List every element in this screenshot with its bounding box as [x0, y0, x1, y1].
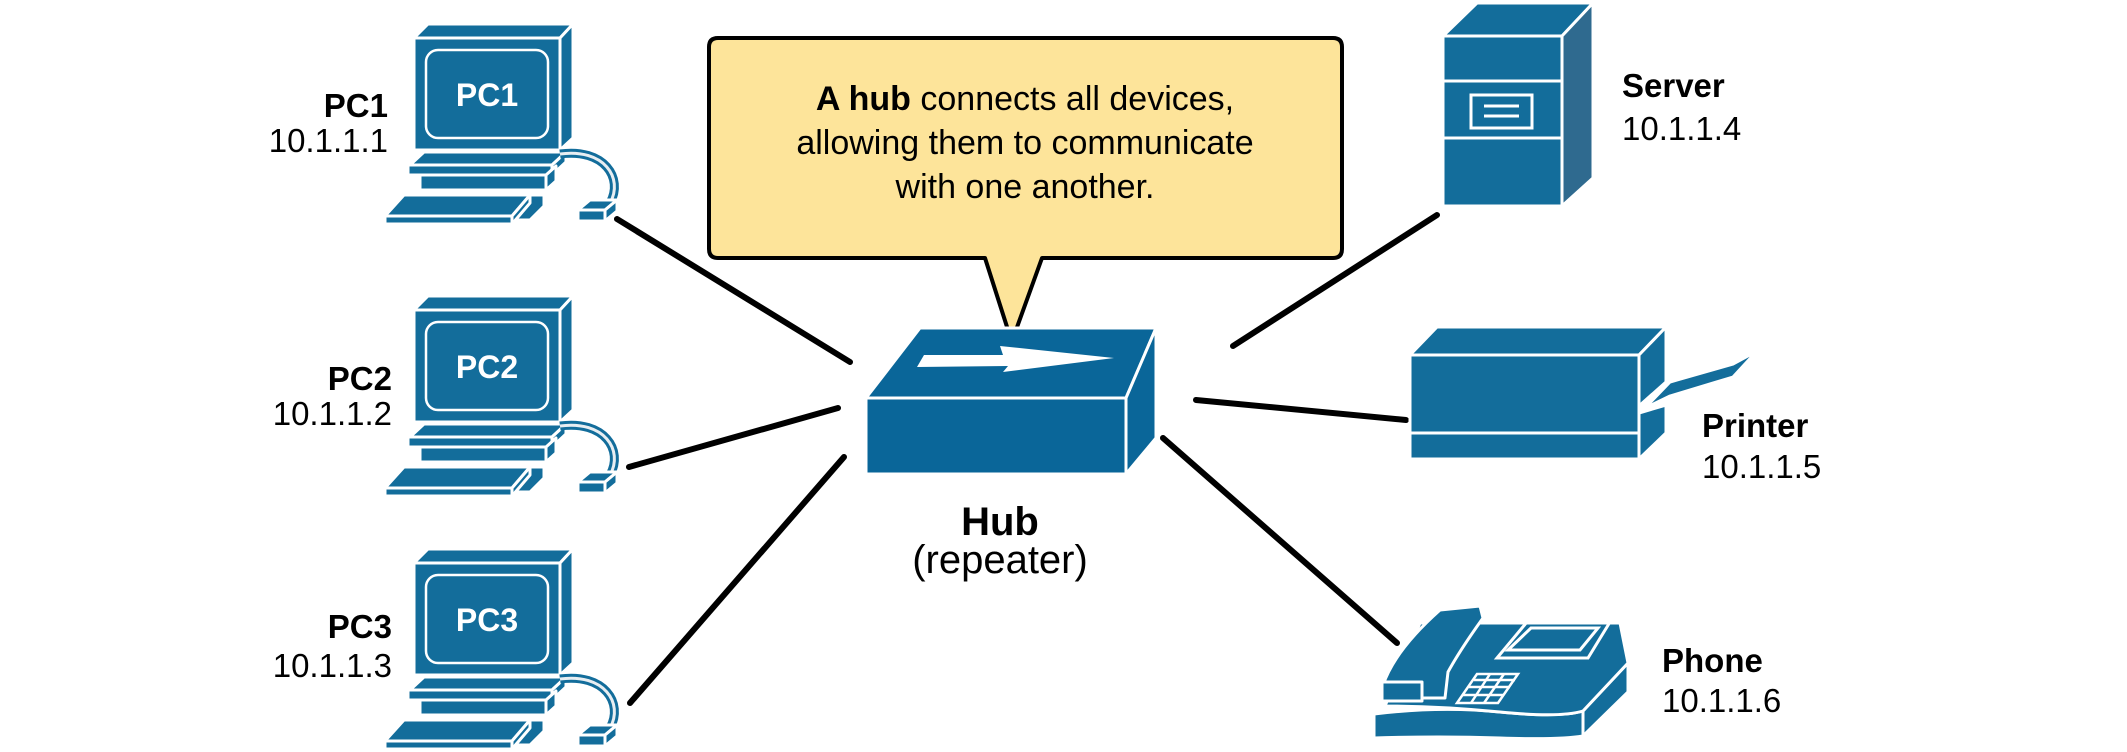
- callout-line-1: A hub connects all devices,: [816, 80, 1234, 118]
- hub-arrow-icon: [864, 326, 1158, 476]
- server-name: Server: [1622, 67, 1725, 104]
- pc2-name: PC2: [328, 360, 392, 397]
- server-tower-icon: [1441, 1, 1595, 208]
- hub-arrow: [917, 346, 1114, 372]
- callout-bubble: A hub connects all devices, allowing the…: [707, 36, 1344, 336]
- pc3-ip: 10.1.1.3: [273, 647, 392, 684]
- link-pc2-hub: [626, 405, 841, 470]
- phone-ip: 10.1.1.6: [1662, 682, 1781, 719]
- device-server: Server 10.1.1.4: [1441, 1, 1741, 208]
- link-pc1-hub: [614, 216, 853, 365]
- printer-icon: [1408, 325, 1759, 461]
- hub-name: Hub: [961, 500, 1039, 544]
- pc2-screen-label: PC2: [456, 349, 518, 385]
- device-pc3: PC3 PC3 10.1.1.3: [273, 549, 617, 749]
- printer-name: Printer: [1702, 407, 1809, 444]
- device-hub: Hub (repeater): [864, 326, 1158, 582]
- callout-line-2: allowing them to communicate: [796, 124, 1253, 162]
- connections: [614, 212, 1440, 706]
- callout-line-3: with one another.: [895, 168, 1155, 206]
- pc3-name: PC3: [328, 608, 392, 645]
- device-pc1: PC1 PC1 10.1.1.1: [269, 24, 617, 224]
- printer-ip: 10.1.1.5: [1702, 448, 1821, 485]
- desktop-pc-icon: PC3: [385, 549, 617, 749]
- desktop-pc-icon: PC1: [385, 24, 617, 224]
- link-server-hub: [1230, 212, 1440, 349]
- phone-name: Phone: [1662, 642, 1763, 679]
- device-pc2: PC2 PC2 10.1.1.2: [273, 296, 617, 496]
- callout-bold-text: A hub: [816, 80, 911, 118]
- link-printer-hub: [1193, 397, 1409, 423]
- pc2-ip: 10.1.1.2: [273, 395, 392, 432]
- pc1-screen-label: PC1: [456, 77, 518, 113]
- pc3-screen-label: PC3: [456, 602, 518, 638]
- hub-subtitle: (repeater): [912, 538, 1088, 582]
- server-ip: 10.1.1.4: [1622, 110, 1741, 147]
- pc1-ip: 10.1.1.1: [269, 122, 388, 159]
- hub-front-face: [864, 396, 1128, 476]
- callout-line-1-rest: connects all devices,: [911, 80, 1234, 118]
- device-phone: Phone 10.1.1.6: [1372, 604, 1781, 741]
- link-phone-hub: [1160, 435, 1400, 646]
- link-pc3-hub: [627, 454, 847, 706]
- desktop-pc-icon: PC2: [385, 296, 617, 496]
- device-printer: Printer 10.1.1.5: [1408, 325, 1821, 485]
- pc1-name: PC1: [324, 87, 388, 124]
- ip-phone-icon: [1372, 604, 1630, 741]
